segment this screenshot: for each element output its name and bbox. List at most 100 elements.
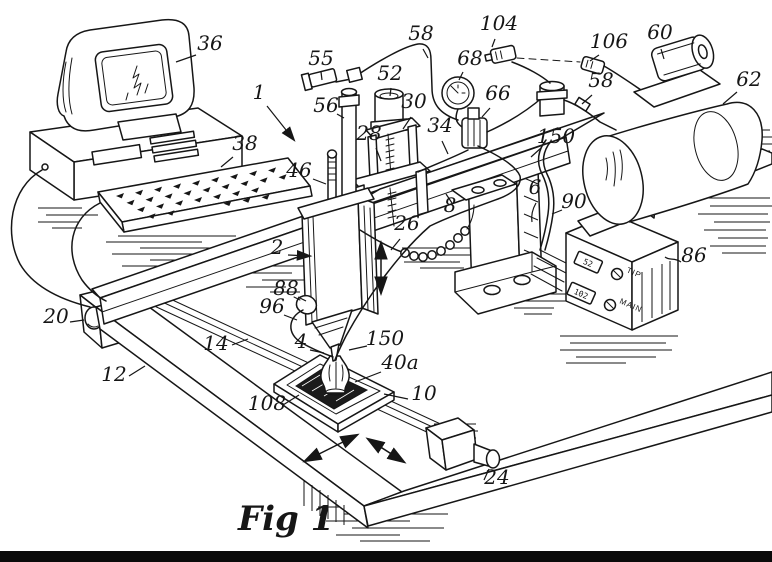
ref-label-108: 108 bbox=[248, 391, 286, 415]
ref-label-58: 58 bbox=[408, 21, 433, 45]
feed-tube-150 bbox=[334, 145, 521, 361]
ref-label-4: 4 bbox=[294, 329, 308, 353]
leader-line-34 bbox=[441, 140, 449, 155]
base-frame bbox=[79, 284, 772, 529]
ref-label-60: 60 bbox=[647, 20, 673, 44]
leader-line-14 bbox=[231, 338, 249, 346]
air-line-assembly bbox=[300, 43, 459, 211]
vertical-tube-56 bbox=[338, 87, 360, 201]
air-tank-62 bbox=[582, 101, 763, 225]
ref-label-46: 46 bbox=[285, 158, 312, 182]
leader-line-55 bbox=[320, 71, 323, 81]
ref-label-58: 58 bbox=[588, 68, 613, 92]
bottom-border-bar bbox=[0, 551, 772, 562]
reference-numerals: 12468101214202426283034363840a4652555658… bbox=[42, 11, 761, 489]
leader-line-90 bbox=[551, 209, 563, 215]
leader-line-58 bbox=[581, 94, 593, 105]
air-tube-58-left bbox=[355, 43, 459, 121]
ref-label-55: 55 bbox=[308, 46, 333, 70]
shaft-24 bbox=[425, 417, 501, 471]
leader-line-68 bbox=[458, 71, 464, 81]
valve-66 bbox=[461, 107, 488, 149]
leader-line-62 bbox=[722, 91, 738, 105]
leader-line-2 bbox=[287, 250, 313, 261]
ref-label-2: 2 bbox=[270, 235, 284, 259]
leader-line-40a bbox=[354, 371, 382, 383]
heater-wires-90 bbox=[530, 139, 569, 292]
ref-label-150: 150 bbox=[537, 124, 575, 148]
ref-label-26: 26 bbox=[393, 211, 420, 235]
rail-right bbox=[363, 371, 772, 527]
controller-display-top: 52 bbox=[573, 250, 604, 274]
ref-label-52: 52 bbox=[377, 61, 402, 85]
compressor-unit bbox=[577, 34, 772, 237]
keyboard[interactable] bbox=[97, 157, 313, 233]
ref-label-34: 34 bbox=[427, 113, 452, 137]
display-top-value: 52 bbox=[582, 257, 595, 269]
controller-display-bottom: 102 bbox=[566, 281, 597, 305]
thin-tube-34 bbox=[417, 149, 469, 173]
keyboard-keys bbox=[116, 167, 287, 219]
ref-label-30: 30 bbox=[401, 89, 427, 113]
heater-clamp-88 bbox=[293, 294, 318, 315]
regulator-assembly bbox=[417, 76, 568, 173]
leader-line-88 bbox=[297, 296, 307, 302]
leader-line-66 bbox=[481, 107, 491, 118]
leader-line-4 bbox=[309, 349, 325, 354]
figure-caption: Fig 1 bbox=[237, 499, 334, 539]
monitor-screen bbox=[94, 43, 174, 113]
guide-rod-46 bbox=[326, 149, 338, 211]
leader-line-26 bbox=[390, 238, 401, 251]
leader-line-46 bbox=[312, 178, 327, 185]
leader-line-106 bbox=[589, 54, 600, 62]
ref-label-10: 10 bbox=[411, 381, 437, 405]
ref-label-104: 104 bbox=[480, 11, 518, 35]
ref-label-40a: 40a bbox=[380, 350, 418, 374]
ref-label-6: 6 bbox=[529, 175, 542, 199]
leader-line-150 bbox=[530, 147, 542, 158]
ref-label-28: 28 bbox=[355, 121, 381, 145]
leader-line-38 bbox=[220, 156, 234, 168]
leader-line-96 bbox=[283, 314, 298, 321]
ref-label-68: 68 bbox=[457, 46, 482, 70]
cable-2 bbox=[71, 202, 107, 302]
ref-label-88: 88 bbox=[273, 276, 298, 300]
leader-line-108 bbox=[282, 394, 300, 406]
leader-line-6 bbox=[531, 202, 537, 223]
leader-line-30 bbox=[402, 116, 412, 130]
main-knob[interactable] bbox=[603, 298, 617, 312]
ref-label-1: 1 bbox=[253, 80, 266, 104]
ref-label-38: 38 bbox=[232, 131, 257, 155]
compressor-motor-60 bbox=[633, 34, 721, 108]
monitor-base bbox=[117, 113, 182, 141]
ref-label-150: 150 bbox=[366, 326, 404, 350]
screen-squiggle bbox=[125, 65, 149, 101]
ref-label-36: 36 bbox=[197, 31, 223, 55]
leader-line-36 bbox=[175, 54, 197, 63]
leader-line-12 bbox=[128, 365, 146, 377]
tip-knob[interactable] bbox=[610, 267, 624, 281]
electrical-connectors bbox=[484, 44, 645, 93]
ref-label-8: 8 bbox=[444, 193, 457, 217]
cable-port bbox=[41, 163, 49, 171]
ref-label-90: 90 bbox=[561, 189, 587, 213]
connector-104 bbox=[484, 44, 517, 64]
ref-label-14: 14 bbox=[203, 331, 228, 355]
ref-label-66: 66 bbox=[485, 81, 511, 105]
connector-106 bbox=[580, 55, 606, 75]
leader-line-150 bbox=[348, 345, 368, 351]
ref-label-56: 56 bbox=[313, 93, 339, 117]
fitting-55 bbox=[300, 68, 338, 92]
leader-line-28 bbox=[375, 147, 382, 162]
worktable-assembly bbox=[273, 354, 407, 464]
supply-strand-26 bbox=[359, 204, 475, 262]
computer-workstation bbox=[10, 18, 313, 308]
ref-label-96: 96 bbox=[259, 294, 285, 318]
leader-line-8 bbox=[445, 193, 453, 204]
leader-line-10 bbox=[383, 393, 409, 400]
xy-motion-arrows bbox=[302, 433, 407, 464]
ref-label-20: 20 bbox=[42, 304, 69, 328]
workpiece-object-40a bbox=[320, 355, 350, 396]
cable-1 bbox=[10, 169, 91, 308]
